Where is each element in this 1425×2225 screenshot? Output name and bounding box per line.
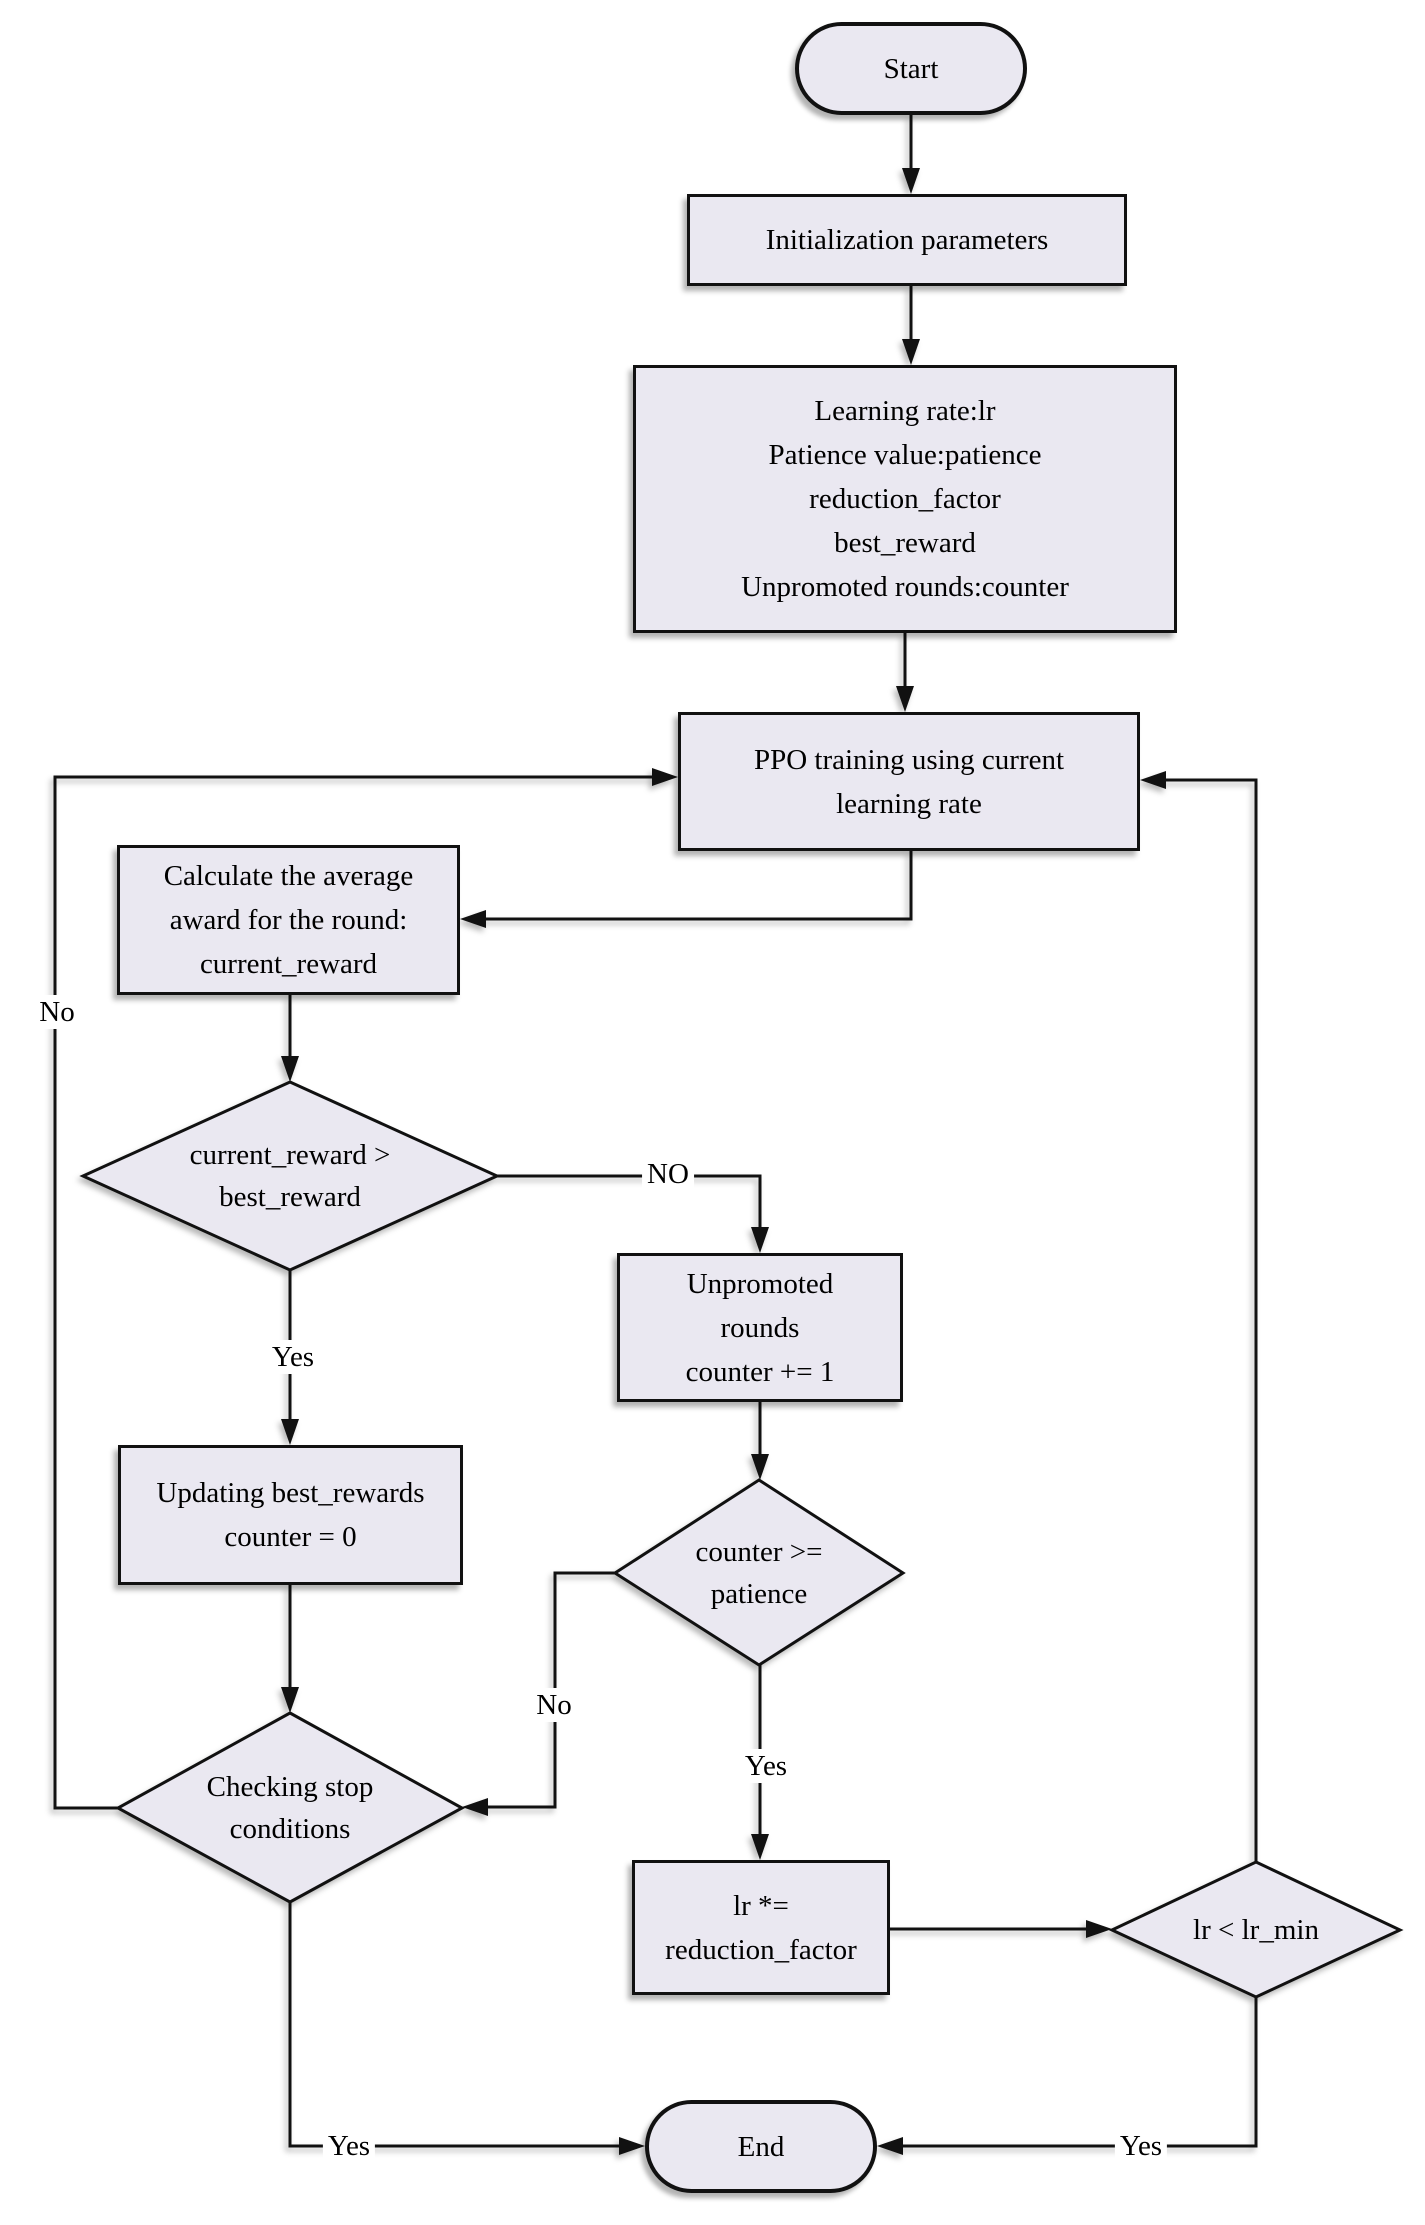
arrowhead-decision-lrmin	[1086, 1920, 1112, 1938]
parameters-box: Learning rate:lr Patience value:patience…	[633, 365, 1177, 633]
arrowhead-decision-patience	[751, 1454, 769, 1480]
edge-label-patience-no: No	[531, 1688, 577, 1722]
edge-reward-no-to-unpromoted	[497, 1174, 762, 1229]
edge-label-reward-no: NO	[642, 1157, 694, 1191]
unpromoted-rounds-line: Unpromoted	[686, 1267, 834, 1300]
end-terminator: End	[645, 2100, 877, 2193]
edge-ppo-to-calc	[484, 851, 913, 921]
parameters-line: reduction_factor	[809, 483, 1001, 515]
arrowhead-decision-stop-top	[281, 1687, 299, 1713]
parameters-line: Patience value:patience	[768, 439, 1042, 471]
start-label: Start	[883, 52, 939, 85]
parameters-line: Unpromoted rounds:counter	[741, 571, 1069, 603]
arrowhead-unpromoted	[751, 1227, 769, 1253]
initialization-label: Initialization parameters	[765, 224, 1049, 256]
parameters-line: Learning rate:lr	[814, 395, 996, 427]
edge-label-lrmin-yes: Yes	[1114, 2129, 1168, 2163]
reduce-lr-line: reduction_factor	[665, 1933, 857, 1966]
parameters-line: best_reward	[834, 527, 976, 559]
decision-stop-diamond	[114, 1711, 466, 1904]
arrowhead-params	[902, 339, 920, 365]
decision-patience-diamond	[612, 1478, 906, 1667]
ppo-training-box: PPO training using current learning rate	[678, 712, 1140, 851]
arrowhead-decision-reward	[281, 1056, 299, 1082]
ppo-training-line: PPO training using current	[753, 743, 1065, 776]
unpromoted-rounds-line: counter += 1	[685, 1355, 835, 1388]
arrowhead-end-left	[619, 2137, 645, 2155]
edge-label-stop-no: No	[34, 995, 80, 1029]
arrowhead-updating	[281, 1419, 299, 1445]
edge-label-stop-yes: Yes	[322, 2129, 376, 2163]
calculate-reward-line: Calculate the average	[163, 860, 414, 892]
arrowhead-end-right	[877, 2137, 903, 2155]
initialization-box: Initialization parameters	[687, 194, 1127, 286]
arrowhead-init	[902, 168, 920, 194]
edge-stop-yes-to-end	[288, 1902, 621, 2148]
edge-lrmin-no-to-ppo	[1164, 778, 1258, 1862]
arrowhead-ppo-left	[652, 768, 678, 786]
arrowhead-decision-stop-right	[462, 1798, 488, 1816]
calculate-reward-line: award for the round:	[169, 904, 408, 936]
arrowhead-reduce-lr	[751, 1834, 769, 1860]
edge-lrmin-yes-to-end	[901, 1997, 1258, 2148]
calculate-reward-box: Calculate the average award for the roun…	[117, 845, 460, 995]
ppo-training-line: learning rate	[836, 787, 982, 820]
start-terminator: Start	[795, 22, 1027, 115]
arrowhead-calc	[460, 910, 486, 928]
end-label: End	[737, 2130, 785, 2163]
edge-stop-no-to-ppo	[53, 775, 654, 1810]
unpromoted-rounds-line: rounds	[720, 1311, 800, 1344]
decision-reward-diamond	[79, 1080, 501, 1272]
edge-label-reward-yes: Yes	[266, 1340, 320, 1374]
reduce-lr-box: lr *= reduction_factor	[632, 1860, 890, 1995]
updating-best-rewards-line: counter = 0	[224, 1521, 357, 1553]
edge-label-patience-yes: Yes	[739, 1749, 793, 1783]
calculate-reward-line: current_reward	[199, 948, 378, 980]
arrowhead-ppo-right	[1140, 771, 1166, 789]
arrowhead-ppo-top	[896, 686, 914, 712]
unpromoted-rounds-box: Unpromoted rounds counter += 1	[617, 1253, 903, 1402]
updating-best-rewards-line: Updating best_rewards	[156, 1477, 425, 1509]
updating-best-rewards-box: Updating best_rewards counter = 0	[118, 1445, 463, 1585]
decision-lrmin-diamond	[1108, 1860, 1404, 1999]
reduce-lr-line: lr *=	[733, 1889, 789, 1922]
